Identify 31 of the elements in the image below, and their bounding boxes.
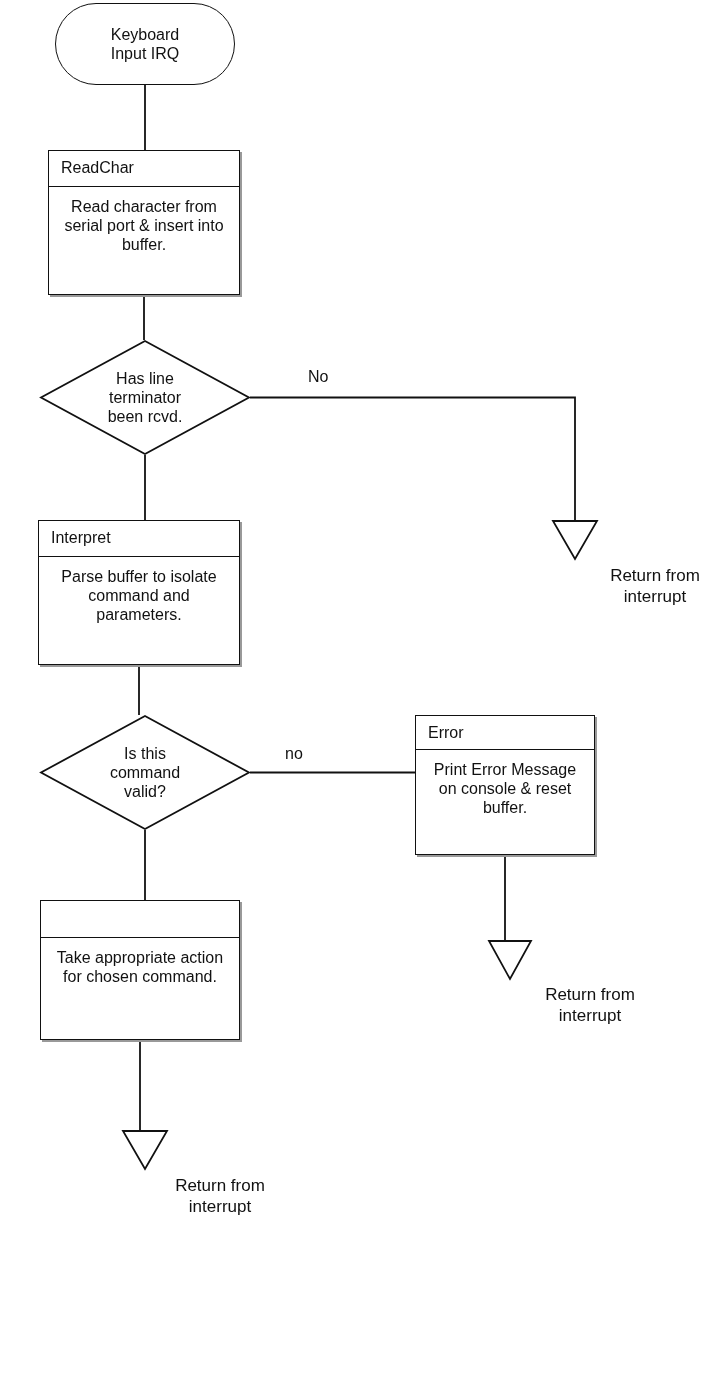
node-caption: Return from interrupt [174,1175,266,1217]
box-text: Parse buffer to isolate command and parameters. [60,567,218,625]
node-caption: Return from interrupt [544,984,636,1026]
terminal-triangle [488,940,532,980]
decision-diamond [40,715,250,830]
decision-text: Has line terminator been rcvd. [106,369,184,426]
process-box [40,900,240,1040]
node-label: Keyboard Input IRQ [109,25,181,63]
box-text: Take appropriate action for chosen command. [55,948,225,987]
connector-line [143,294,145,341]
process-box [415,715,595,855]
connector-line [139,1039,141,1131]
connector-line [144,829,146,901]
box-heading: Error [427,723,465,742]
box-heading: ReadChar [60,158,135,177]
terminal-triangle [122,1130,168,1170]
connector-line [138,664,140,716]
connector-line [504,854,506,941]
box-heading: Interpret [50,528,112,547]
box-text: Print Error Message on console & reset buffer. [432,760,578,818]
connector-line [249,396,576,521]
connector-line [144,84,146,151]
terminal-triangle [552,520,598,560]
connector-line [249,771,416,774]
decision-diamond [40,340,250,455]
process-box [48,150,240,295]
box-text: Read character from serial port & insert into buffer. [63,197,225,255]
process-box [38,520,240,665]
connector-line [144,454,146,521]
node-caption: Return from interrupt [609,565,701,607]
decision-text: Is this command valid? [108,744,182,801]
